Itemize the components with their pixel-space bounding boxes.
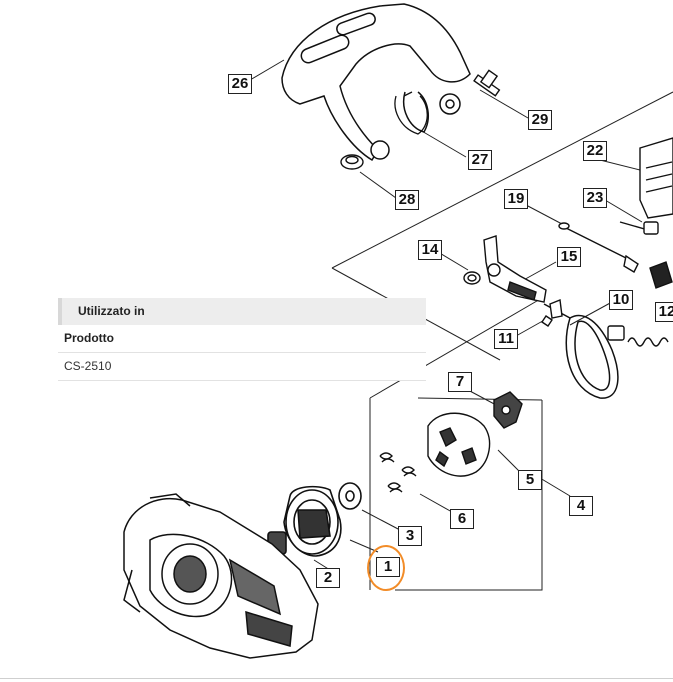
part-number-19: 19 xyxy=(504,189,528,209)
part-number-10: 10 xyxy=(609,290,633,310)
part-number-15: 15 xyxy=(557,247,581,267)
part-number-23: 23 xyxy=(583,188,607,208)
part-number-4: 4 xyxy=(569,496,593,516)
part-number-3: 3 xyxy=(398,526,422,546)
used-in-header: Utilizzato in xyxy=(58,298,426,325)
crankcase-part xyxy=(123,493,319,659)
selected-part-highlight xyxy=(367,545,405,591)
brake-handle-part xyxy=(281,3,471,162)
part-number-6: 6 xyxy=(450,509,474,529)
part-number-29: 29 xyxy=(528,110,552,130)
part-number-28: 28 xyxy=(395,190,419,210)
bolt-part xyxy=(473,69,501,97)
product-column-label: Prodotto xyxy=(58,325,426,353)
spring-part xyxy=(607,261,673,347)
part-number-14: 14 xyxy=(418,240,442,260)
part-number-26: 26 xyxy=(228,74,252,94)
part-number-27: 27 xyxy=(468,150,492,170)
used-in-panel: Utilizzato in Prodotto CS-2510 xyxy=(58,298,426,381)
part-number-22: 22 xyxy=(583,141,607,161)
product-link[interactable]: CS-2510 xyxy=(58,353,426,381)
lever-part xyxy=(463,235,563,327)
bushing-part xyxy=(340,154,364,170)
clutch-part xyxy=(379,391,523,493)
part-number-7: 7 xyxy=(448,372,472,392)
part-number-11: 11 xyxy=(494,329,518,349)
pin-part xyxy=(558,222,639,273)
screw-part xyxy=(619,221,659,235)
clutch-drum-part xyxy=(267,482,362,557)
part-number-2: 2 xyxy=(316,568,340,588)
cover-plate-part xyxy=(639,137,673,219)
assembly-plane-outline xyxy=(331,91,673,591)
part-number-5: 5 xyxy=(518,470,542,490)
page-bottom-divider xyxy=(0,678,673,679)
brake-band-part xyxy=(543,303,619,399)
part-number-12: 12 xyxy=(655,302,673,322)
spring-27-part xyxy=(394,91,428,135)
